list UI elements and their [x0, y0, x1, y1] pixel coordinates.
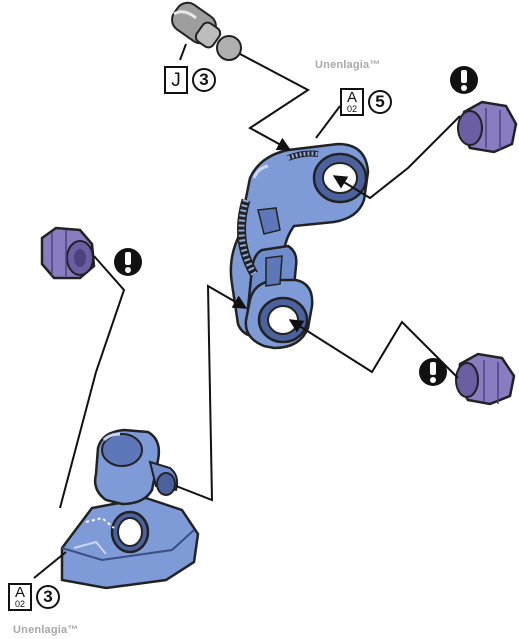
bushing-part-left: [40, 226, 96, 280]
attention-icon: [114, 248, 142, 276]
arm-leader-line: [315, 105, 341, 139]
pin-part: [171, 1, 242, 61]
watermark-lower: Unenlagia™: [13, 624, 79, 636]
watermark-upper: Unenlagia™: [315, 59, 381, 71]
part-letter-box: A 02: [8, 583, 32, 611]
attention-icon: [419, 358, 447, 386]
part-sprue-number: 02: [14, 599, 25, 609]
part-letter: A: [14, 584, 25, 601]
bushing-part-right-bottom: [455, 352, 516, 406]
base-leader-line: [33, 551, 67, 579]
quantity-circle: 3: [192, 68, 216, 92]
part-letter-box: A 02: [340, 88, 364, 116]
part-letter: A: [346, 89, 357, 106]
pin-to-frame-line: [239, 53, 310, 151]
part-letter-box: J: [164, 66, 188, 94]
pin-part-tag: J 3: [164, 66, 216, 94]
base-to-frame-line: [175, 284, 248, 502]
quantity-circle: 5: [368, 90, 392, 114]
base-frame-tag: A 02 3: [8, 583, 60, 611]
bushing-part-right-top: [457, 100, 518, 154]
pin-leader-line: [179, 43, 187, 61]
bushing-to-upper-ring-line: [332, 115, 461, 200]
connector-lines: [33, 43, 461, 579]
arm-frame-part: [229, 142, 370, 350]
base-frame-part: [60, 428, 200, 590]
bushing-to-lower-ring-line: [288, 319, 459, 379]
quantity-circle: 3: [36, 585, 60, 609]
part-letter: J: [171, 70, 181, 91]
attention-icon: [450, 66, 478, 94]
left-bushing-to-base-line: [59, 255, 126, 509]
arm-frame-tag: A 02 5: [340, 88, 392, 116]
part-sprue-number: 02: [346, 104, 357, 114]
